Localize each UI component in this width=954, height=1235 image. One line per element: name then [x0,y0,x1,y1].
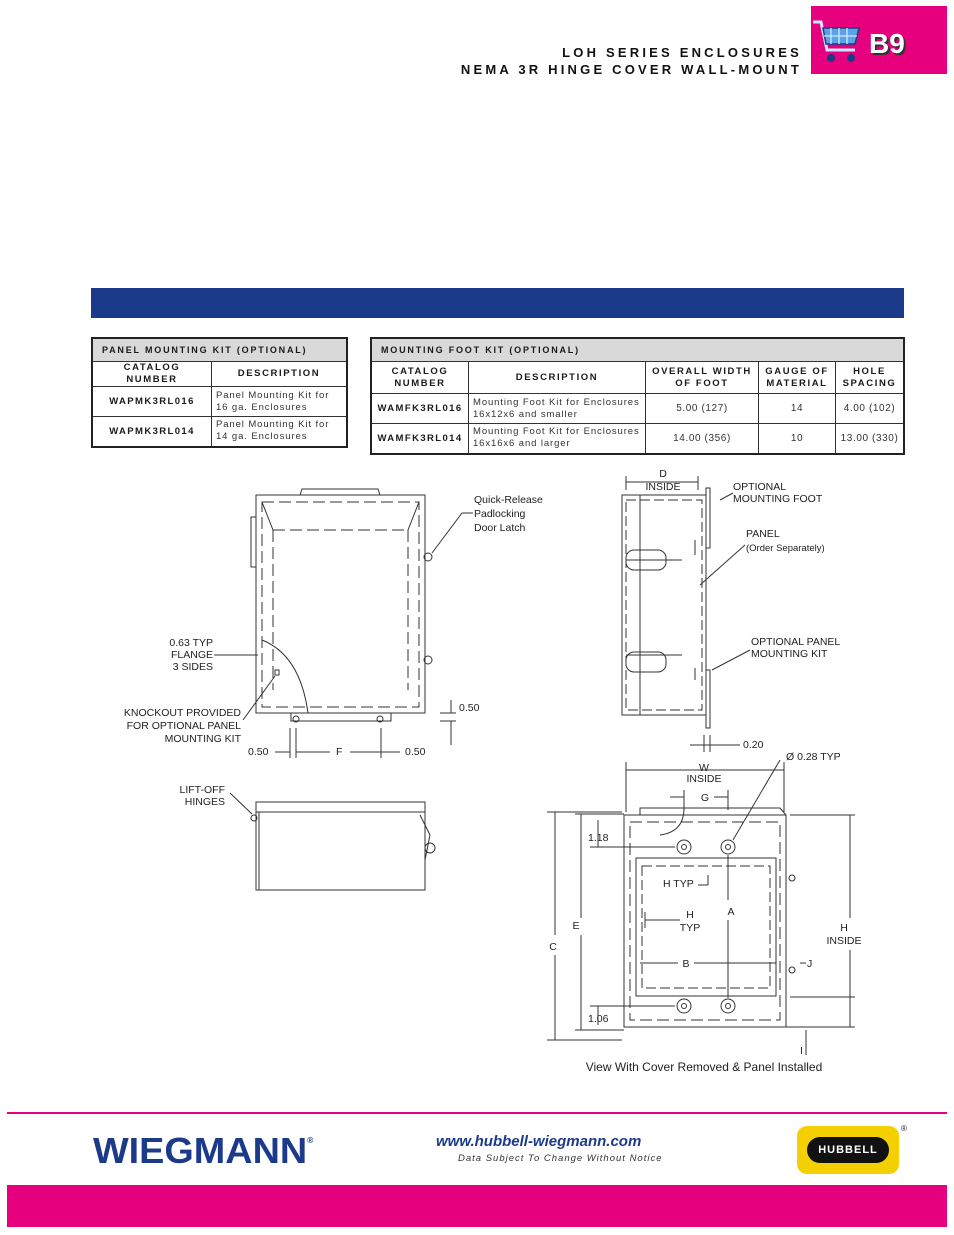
label: FOR OPTIONAL PANEL [127,720,242,732]
dim-label: H [686,909,694,921]
label: Door Latch [474,522,526,534]
side-view [621,476,751,752]
overall-width: 14.00 (356) [645,423,759,454]
dim-label: TYP [680,922,700,934]
dim-label: C [549,941,557,953]
catalog-number: WAMFK3RL016 [370,393,469,424]
col-header: CATALOG NUMBER [91,361,212,387]
table-title: MOUNTING FOOT KIT (OPTIONAL) [370,337,905,362]
col-header: OVERALL WIDTH OF FOOT [645,361,759,394]
dim-label: W [699,762,709,774]
footer-bar [7,1185,947,1227]
dim-label: 0.20 [743,739,764,751]
label: LIFT-OFF [180,784,226,796]
col-header: DESCRIPTION [468,361,646,394]
section-code: B9 [869,28,905,59]
table-row: WAPMK3RL014 Panel Mounting Kit for 14 ga… [91,416,348,447]
dim-label: I [800,1045,803,1057]
label: (Order Separately) [746,543,825,554]
bottom-view [229,792,436,891]
table-title: PANEL MOUNTING KIT (OPTIONAL) [91,337,348,362]
gauge: 14 [758,393,836,424]
shopping-cart-icon[interactable] [809,16,865,68]
dim-label: D [659,468,667,480]
label: OPTIONAL PANEL [751,636,840,648]
dim-label: 0.50 [459,702,480,714]
front-view [214,488,473,758]
table-row: WAMFK3RL014 Mounting Foot Kit for Enclos… [370,423,905,454]
dim-label: E [572,920,579,932]
label: HINGES [185,796,225,808]
hole-spacing: 13.00 (330) [835,423,905,454]
description: Panel Mounting Kit for 14 ga. Enclosures [211,416,348,447]
figure-caption: View With Cover Removed & Panel Installe… [586,1060,823,1074]
dim-label: A [727,906,734,918]
title-line-2: NEMA 3R HINGE COVER WALL-MOUNT [460,62,802,77]
description: Panel Mounting Kit for 16 ga. Enclosures [211,386,348,417]
registered-mark: ® [901,1124,907,1133]
label: MOUNTING KIT [165,733,242,745]
dim-label: 1.18 [588,832,609,844]
panel-mounting-kit-table: PANEL MOUNTING KIT (OPTIONAL) CATALOG NU… [91,337,348,448]
title-line-1: LOH SERIES ENCLOSURES [562,45,802,60]
website-link[interactable]: www.hubbell-wiegmann.com [436,1133,642,1150]
dim-label: INSIDE [826,935,861,947]
dim-label: INSIDE [645,481,680,493]
dim-label: J [807,958,812,970]
dim-label: F [336,746,342,758]
table-row: WAMFK3RL016 Mounting Foot Kit for Enclos… [370,393,905,424]
gauge: 10 [758,423,836,454]
dim-label: 0.50 [405,746,426,758]
label: MOUNTING FOOT [733,493,823,505]
dim-label: H TYP [663,878,694,890]
footer-divider [7,1112,947,1114]
mounting-foot-kit-table: MOUNTING FOOT KIT (OPTIONAL) CATALOG NUM… [370,337,905,455]
wiegmann-logo: WIEGMANN® [93,1130,314,1171]
col-header: DESCRIPTION [211,361,348,387]
hubbell-logo-text: HUBBELL [807,1137,889,1163]
hubbell-logo: HUBBELL [797,1126,899,1174]
dim-label: Ø 0.28 TYP [786,751,841,763]
dim-label: 1.06 [588,1013,609,1025]
label: OPTIONAL [733,481,786,493]
section-bar [91,288,904,318]
catalog-number: WAPMK3RL016 [91,386,212,417]
label: 0.63 TYP [169,637,213,649]
section-tab[interactable]: B9 [811,6,947,74]
technical-drawing: Quick-Release Padlocking Door Latch 0.63… [124,468,862,1074]
table-row: WAPMK3RL016 Panel Mounting Kit for 16 ga… [91,386,348,417]
back-view [547,759,855,1055]
dim-label: INSIDE [686,773,721,785]
drawing-labels: Quick-Release Padlocking Door Latch 0.63… [124,468,862,1074]
label: FLANGE [171,649,213,661]
label: KNOCKOUT PROVIDED [124,707,241,719]
catalog-number: WAMFK3RL014 [370,423,469,454]
label: PANEL [746,528,780,540]
catalog-number: WAPMK3RL014 [91,416,212,447]
label: MOUNTING KIT [751,648,828,660]
dim-label: 0.50 [248,746,269,758]
label: Padlocking [474,508,526,520]
dim-label: H [840,922,848,934]
description: Mounting Foot Kit for Enclosures 16x16x6… [468,423,646,454]
disclaimer: Data Subject To Change Without Notice [458,1153,663,1164]
dim-label: B [682,958,689,970]
label: 3 SIDES [173,661,213,673]
page-title: LOH SERIES ENCLOSURES NEMA 3R HINGE COVE… [461,44,802,78]
label: Quick-Release [474,494,543,506]
dim-label: G [701,792,709,804]
